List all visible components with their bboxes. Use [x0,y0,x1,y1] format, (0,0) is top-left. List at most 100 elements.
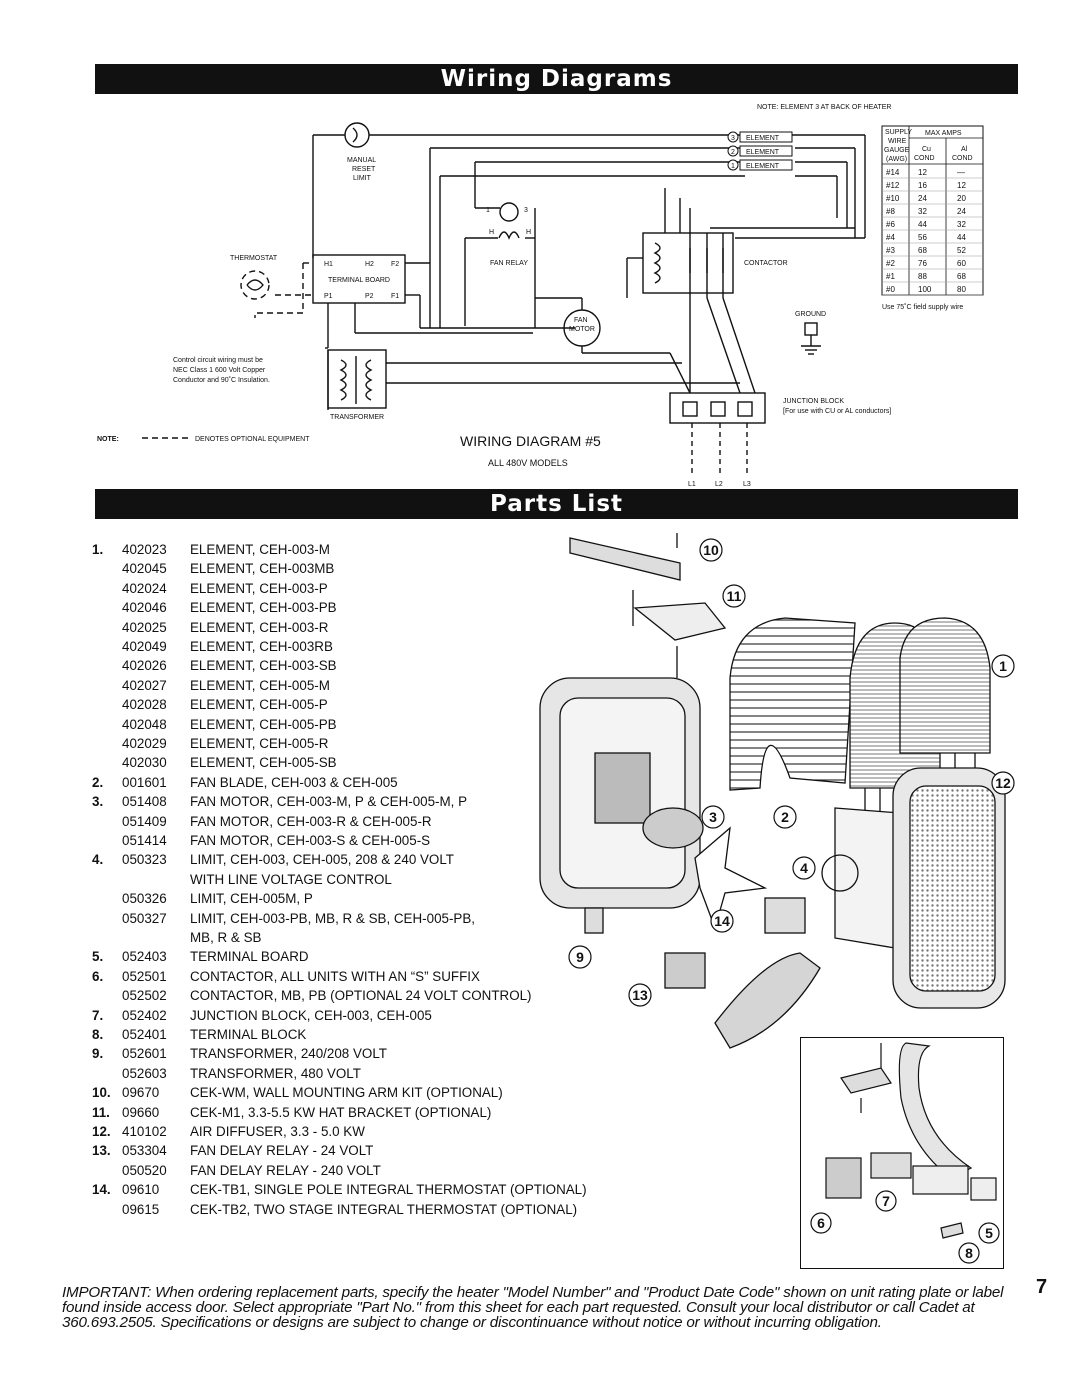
junction-block-note: [For use with CU or AL conductors] [783,408,891,415]
part-description: CEK-TB2, TWO STAGE INTEGRAL THERMOSTAT (… [190,1201,578,1217]
callout-11: 11 [727,588,742,604]
terminal-board-label: TERMINAL BOARD [328,277,390,284]
table-cell: #1 [886,272,895,281]
table-cell: 56 [918,233,927,242]
element-3-number: 3 [731,135,735,142]
part-code: 402024 [122,580,167,596]
table-cell: 52 [957,246,966,255]
part-description: TRANSFORMER, 480 VOLT [190,1065,361,1081]
callout-6: 6 [817,1215,825,1231]
table-cell: #12 [886,181,900,190]
part-number: 2. [92,774,104,790]
table-cell: 20 [957,194,966,203]
callout-7: 7 [882,1193,890,1209]
part-description: ELEMENT, CEH-003-M [190,542,330,557]
tb-h2: H2 [365,261,374,268]
callout-3: 3 [709,809,717,825]
part-description: FAN MOTOR, CEH-003-S & CEH-005-S [190,833,431,848]
part-code: 052603 [122,1065,167,1081]
part-number: 11. [92,1104,110,1120]
table-cell: 68 [918,246,927,255]
table-cell: #10 [886,194,900,203]
table-cell: 44 [918,220,927,229]
part-number: 5. [92,949,104,965]
part-code: 09660 [122,1104,160,1120]
control-note-line-1: Control circuit wiring must be [173,357,263,364]
part-number: 14. [92,1182,111,1198]
part-code: 402045 [122,561,167,577]
part-number: 13. [92,1143,111,1159]
part-code: 09670 [122,1085,160,1101]
important-ordering-note: IMPORTANT: When ordering replacement par… [62,1284,1004,1331]
relay-pin-3: 3 [524,207,528,214]
page-number: 7 [1036,1276,1048,1298]
callout-10: 10 [703,542,719,558]
contactor-label: CONTACTOR [744,260,788,267]
part-number: 12. [92,1124,111,1139]
wire-gauge-table: SUPPLY WIRE GAUGE (AWG) MAX AMPS Cu COND… [881,125,984,311]
part-description: TRANSFORMER, 240/208 VOLT [190,1046,387,1062]
wiring-diagram-title: WIRING DIAGRAM #5 [460,433,601,449]
fan-relay-label: FAN RELAY [490,260,528,267]
part-description: LIMIT, CEH-003, CEH-005, 208 & 240 VOLT [190,852,454,868]
legend-text: DENOTES OPTIONAL EQUIPMENT [195,436,310,443]
table-head-al: Al [961,146,968,153]
part-description: ELEMENT, CEH-003-PB [190,600,337,616]
fan-label: FAN [574,317,588,324]
part-description: FAN MOTOR, CEH-003-M, P & CEH-005-M, P [190,794,468,810]
part-number: 4. [92,852,104,868]
table-cell: 60 [957,259,966,268]
part-code: 402028 [122,697,167,713]
table-cell: #8 [886,207,895,216]
tb-p2: P2 [365,293,374,300]
part-description: TERMINAL BOARD [190,949,309,965]
part-code: 050323 [122,852,167,868]
part-description: ELEMENT, CEH-003MB [190,561,335,577]
table-cell: 76 [918,259,927,268]
part-number: 7. [92,1007,104,1023]
table-cell: 44 [957,233,966,242]
table-head-wire: WIRE [888,138,907,145]
callout-14: 14 [714,913,730,929]
callout-12: 12 [995,775,1011,791]
callout-13: 13 [632,987,648,1003]
part-description: FAN DELAY RELAY - 24 VOLT [190,1143,374,1159]
control-note-line-2: NEC Class 1 600 Volt Copper [173,367,266,374]
part-number: 10. [92,1085,111,1101]
part-code: 402048 [122,716,167,732]
part-code: 402030 [122,755,167,771]
part-description: CEK-M1, 3.3-5.5 KW HAT BRACKET (OPTIONAL… [190,1104,492,1120]
element-1-label: ELEMENT [746,163,780,170]
part-number: 6. [92,968,104,984]
part-code: 052402 [122,1007,167,1023]
tb-p1: P1 [324,293,333,300]
table-head-cu: Cu [922,146,931,153]
part-code: 09610 [122,1182,160,1198]
table-head-max-amps: MAX AMPS [925,130,962,137]
table-cell: #14 [886,168,900,177]
part-number: 8. [92,1027,104,1042]
callout-8: 8 [965,1245,973,1261]
part-code: 053304 [122,1143,167,1159]
control-note-line-3: Conductor and 90˚C Insulation. [173,376,270,384]
ground-label: GROUND [795,311,826,318]
element-3-label: ELEMENT [746,135,780,142]
reset-label: RESET [352,166,376,173]
part-code: 402046 [122,600,167,616]
part-code: 050327 [122,910,167,926]
table-cell: 100 [918,285,932,294]
relay-pin-h1: H [489,229,494,236]
part-code: 051409 [122,813,167,829]
line-l3: L3 [743,481,751,488]
tb-h1: H1 [324,261,333,268]
table-cell: 24 [957,207,966,216]
part-description: CEK-TB1, SINGLE POLE INTEGRAL THERMOSTAT… [190,1182,587,1198]
part-description: ELEMENT, CEH-003-R [190,619,329,635]
limit-label: LIMIT [353,175,372,182]
part-description: CONTACTOR, MB, PB (OPTIONAL 24 VOLT CONT… [190,988,532,1004]
part-description: WITH LINE VOLTAGE CONTROL [190,871,392,887]
part-code: 410102 [122,1124,167,1139]
part-code: 052403 [122,949,167,965]
part-description: JUNCTION BLOCK, CEH-003, CEH-005 [190,1007,432,1023]
element-1-number: 1 [731,163,735,170]
